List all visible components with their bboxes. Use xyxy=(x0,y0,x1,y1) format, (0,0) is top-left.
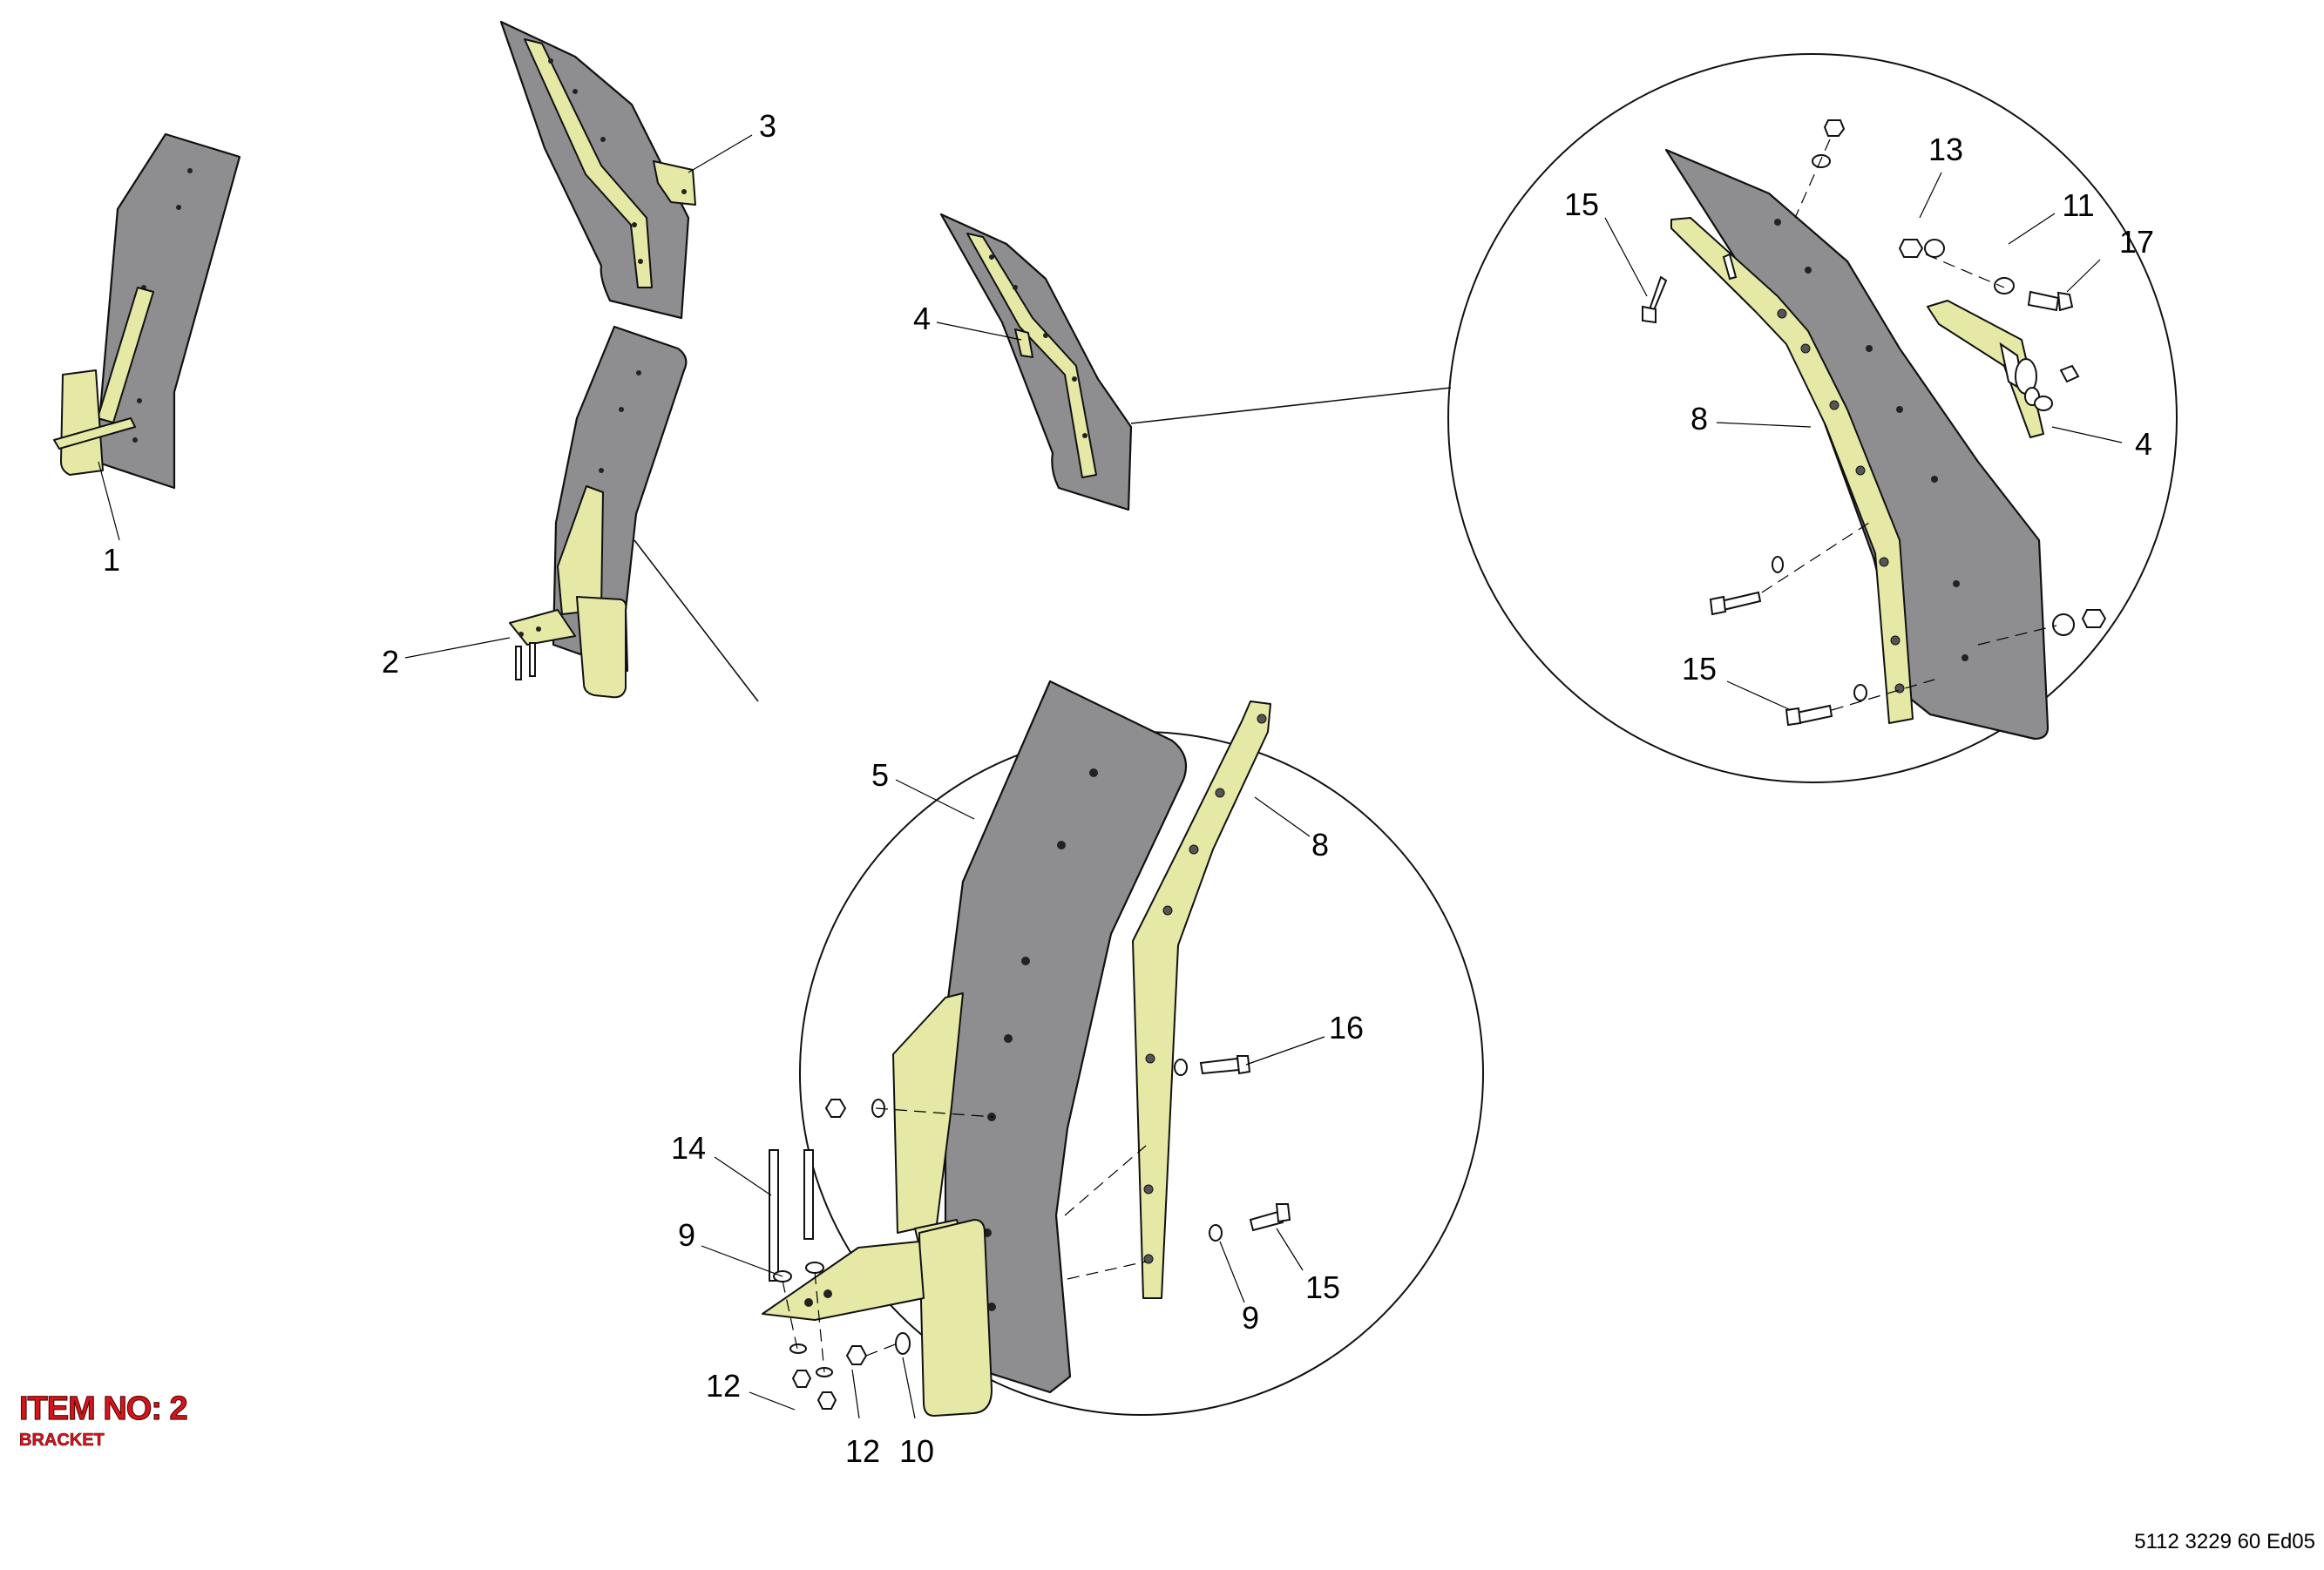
item-name-subtitle: BRACKET xyxy=(19,1431,105,1450)
item-number-title: ITEM NO: 2 xyxy=(18,1391,188,1427)
callout-1: 1 xyxy=(103,542,120,578)
assembly-4-mudflap xyxy=(939,213,1133,511)
callout-12: 12 xyxy=(845,1433,880,1469)
callout-17: 17 xyxy=(2119,224,2154,260)
callout-10: 10 xyxy=(899,1433,934,1469)
callout-12: 12 xyxy=(706,1368,741,1404)
callout-15: 15 xyxy=(1682,651,1717,687)
detail-connector-right xyxy=(1130,387,1452,424)
detail-connector-bottom xyxy=(634,539,759,702)
assembly-1-mudflap xyxy=(53,132,241,490)
assembly-2-mudflap xyxy=(509,325,688,699)
callout-9: 9 xyxy=(678,1217,695,1253)
detail-bottom-parts xyxy=(762,680,1291,1417)
callout-8: 8 xyxy=(1311,827,1329,863)
callout-4: 4 xyxy=(913,301,931,336)
detail-circle-right xyxy=(1447,53,2178,783)
leader-lines xyxy=(98,134,2123,1419)
callout-15: 15 xyxy=(1305,1269,1340,1305)
document-code: 5112 3229 60 Ed05 xyxy=(2134,1530,2315,1553)
callout-15: 15 xyxy=(1564,186,1599,222)
callout-3: 3 xyxy=(759,108,776,144)
assembly-3-mudflap xyxy=(499,20,696,320)
callout-13: 13 xyxy=(1928,132,1963,167)
callout-9: 9 xyxy=(1242,1300,1259,1336)
detail-right-parts xyxy=(1642,119,2107,741)
callout-4: 4 xyxy=(2135,426,2152,462)
callout-11: 11 xyxy=(2062,187,2094,223)
callout-14: 14 xyxy=(671,1130,706,1166)
callout-2: 2 xyxy=(382,644,399,680)
callout-8: 8 xyxy=(1690,401,1708,436)
callout-16: 16 xyxy=(1329,1010,1364,1046)
callout-5: 5 xyxy=(871,757,889,793)
